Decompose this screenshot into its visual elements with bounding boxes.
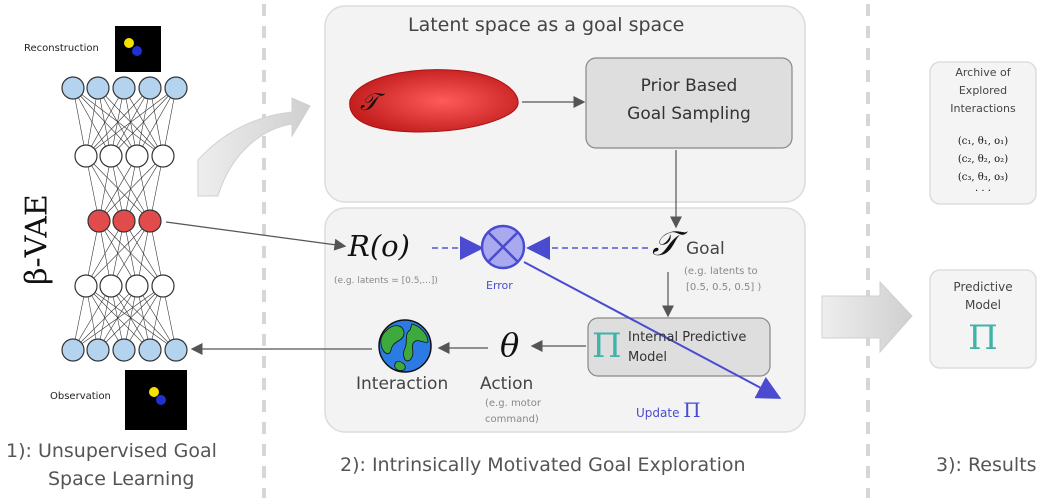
goal-label: Goal <box>686 239 725 259</box>
model-pi-symbol: Π <box>592 326 622 366</box>
vae-edge <box>85 220 125 287</box>
tau-blob-label: 𝒯 <box>360 88 379 116</box>
panel-title-left-1: 1): Unsupervised Goal <box>6 440 217 462</box>
vae-node <box>151 144 175 168</box>
reward-function: R(o) <box>348 229 410 263</box>
observation-label: Observation <box>50 391 111 402</box>
interaction-label: Interaction <box>356 374 449 394</box>
vae-nodes <box>61 76 188 362</box>
prior-goal-sampling-box <box>585 57 793 149</box>
archive-row: · · · <box>975 186 991 197</box>
goal-tau: 𝒯 <box>652 224 679 264</box>
vae-node <box>86 76 110 100</box>
error-update-arrow <box>523 261 782 399</box>
curved-transfer-arrow <box>197 97 311 197</box>
vae-edge <box>85 87 177 157</box>
predictive-title-1: Predictive <box>953 280 1013 294</box>
vae-edge <box>85 220 151 287</box>
archive-row: (c₁, θ₁, o₁) <box>957 136 1009 147</box>
update-label: Update Π <box>636 398 701 422</box>
prior-sampling-label-1: Prior Based <box>640 76 738 96</box>
goal-example-1: (e.g. latents to <box>684 266 758 277</box>
latent-node <box>87 209 111 233</box>
goal-space-panel <box>324 5 806 203</box>
goal-example-2: [0.5, 0.5, 0.5] ) <box>686 282 762 293</box>
prior-sampling-label-2: Goal Sampling <box>627 104 751 124</box>
vae-node <box>112 76 136 100</box>
panel-title-middle: 2): Intrinsically Motivated Goal Explora… <box>340 454 746 476</box>
archive-panel <box>929 61 1037 205</box>
vae-node <box>112 338 136 362</box>
vae-node <box>164 76 188 100</box>
vae-node <box>74 274 98 298</box>
vae-edge <box>110 220 151 287</box>
vae-edge <box>98 155 138 222</box>
action-example-2: command) <box>485 414 539 425</box>
update-pi-symbol: Π <box>683 398 701 422</box>
vae-edge <box>72 285 164 351</box>
vae-node <box>164 338 188 362</box>
vae-node <box>61 338 85 362</box>
vae-node <box>125 144 149 168</box>
vae-node <box>99 144 123 168</box>
goal-space-blob <box>349 69 519 133</box>
update-text: Update <box>636 406 680 420</box>
vae-edge <box>98 155 164 222</box>
archive-row: (c₃, θ₃, o₃) <box>957 172 1009 183</box>
vae-node <box>86 338 110 362</box>
action-example-1: (e.g. motor <box>485 398 541 409</box>
vae-edge <box>110 87 151 157</box>
results-transfer-arrow <box>821 280 913 354</box>
latent-to-reward-arrow <box>165 221 347 251</box>
globe-icon <box>378 319 432 373</box>
error-label: Error <box>486 279 513 292</box>
panel-title-left-2: Space Learning <box>48 468 195 490</box>
vae-node <box>125 274 149 298</box>
predictive-title-2: Model <box>964 298 1002 312</box>
vae-edge <box>98 220 164 287</box>
vae-label: β-VAE <box>19 194 55 285</box>
vae-node <box>151 274 175 298</box>
vae-edge <box>110 87 177 157</box>
predictive-model-panel <box>929 269 1037 369</box>
archive-row: (c₂, θ₂, o₂) <box>957 154 1009 165</box>
vae-edge <box>72 285 112 351</box>
vae-edge <box>85 87 151 157</box>
vae-node <box>99 274 123 298</box>
predictive-pi-symbol: Π <box>968 318 998 358</box>
vae-node <box>138 76 162 100</box>
internal-model-box <box>587 317 771 377</box>
panel-title-right: 3): Results <box>936 454 1037 476</box>
vae-node <box>74 144 98 168</box>
goal-space-title: Latent space as a goal space <box>408 14 685 36</box>
vae-edge <box>123 155 164 222</box>
vae-edge <box>72 285 138 351</box>
reconstruction-label: Reconstruction <box>24 43 99 54</box>
vae-edge <box>85 285 177 351</box>
archive-title-2: Explored <box>958 84 1008 97</box>
model-label-1: Internal Predictive <box>628 330 747 345</box>
vae-edge <box>136 87 177 157</box>
archive-title-3: Interactions <box>950 102 1016 115</box>
vae-edge <box>123 285 164 351</box>
vae-node <box>138 338 162 362</box>
vae-edge <box>97 285 164 351</box>
vae-edge <box>85 87 125 157</box>
archive-title-1: Archive of <box>955 66 1011 79</box>
vae-node <box>61 76 85 100</box>
action-label: Action <box>480 374 534 394</box>
model-label-2: Model <box>628 350 668 365</box>
theta-symbol: θ <box>500 326 520 364</box>
reward-example: (e.g. latents = [0.5,...]) <box>334 276 438 286</box>
latent-node <box>112 209 136 233</box>
latent-node <box>138 209 162 233</box>
